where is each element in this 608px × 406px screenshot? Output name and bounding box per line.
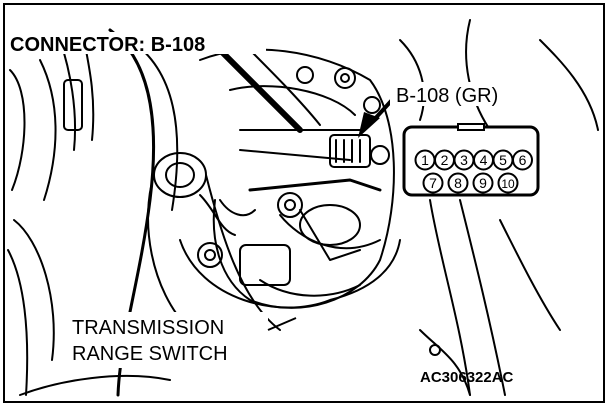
connector-pin bbox=[497, 172, 519, 194]
connector-latch bbox=[457, 123, 485, 131]
connector-callout-label: B-108 (GR) bbox=[396, 85, 498, 107]
connector-pin-number: 7 bbox=[429, 175, 437, 191]
connector-pin-number: 3 bbox=[460, 152, 468, 168]
connector-pin-number: 4 bbox=[480, 152, 488, 168]
pin-row-bottom: 7 8 9 10 bbox=[422, 172, 519, 194]
connector-pin-number: 2 bbox=[441, 152, 449, 168]
callout-backdrop bbox=[390, 82, 540, 106]
connector-pin bbox=[422, 172, 444, 194]
part-label-line1: TRANSMISSION bbox=[72, 317, 224, 339]
connector-arrow bbox=[358, 98, 394, 138]
connector-pin-number: 10 bbox=[501, 177, 515, 191]
connector-pin bbox=[447, 172, 469, 194]
connector-pin-number: 1 bbox=[421, 152, 429, 168]
connector-pin-number: 8 bbox=[454, 175, 462, 191]
connector-pin bbox=[472, 172, 494, 194]
part-leader-line bbox=[267, 317, 297, 331]
connector-pin-number: 9 bbox=[479, 175, 487, 191]
connector-pin bbox=[512, 149, 533, 171]
title-backdrop bbox=[6, 32, 266, 54]
connector-pin-number: 6 bbox=[519, 152, 527, 168]
part-label-line2: RANGE SWITCH bbox=[72, 343, 228, 365]
part-label-backdrop bbox=[68, 312, 268, 368]
connector-pin-number: 5 bbox=[499, 152, 507, 168]
figure-code: AC306322AC bbox=[420, 369, 514, 386]
page-title: CONNECTOR: B-108 bbox=[10, 34, 205, 56]
